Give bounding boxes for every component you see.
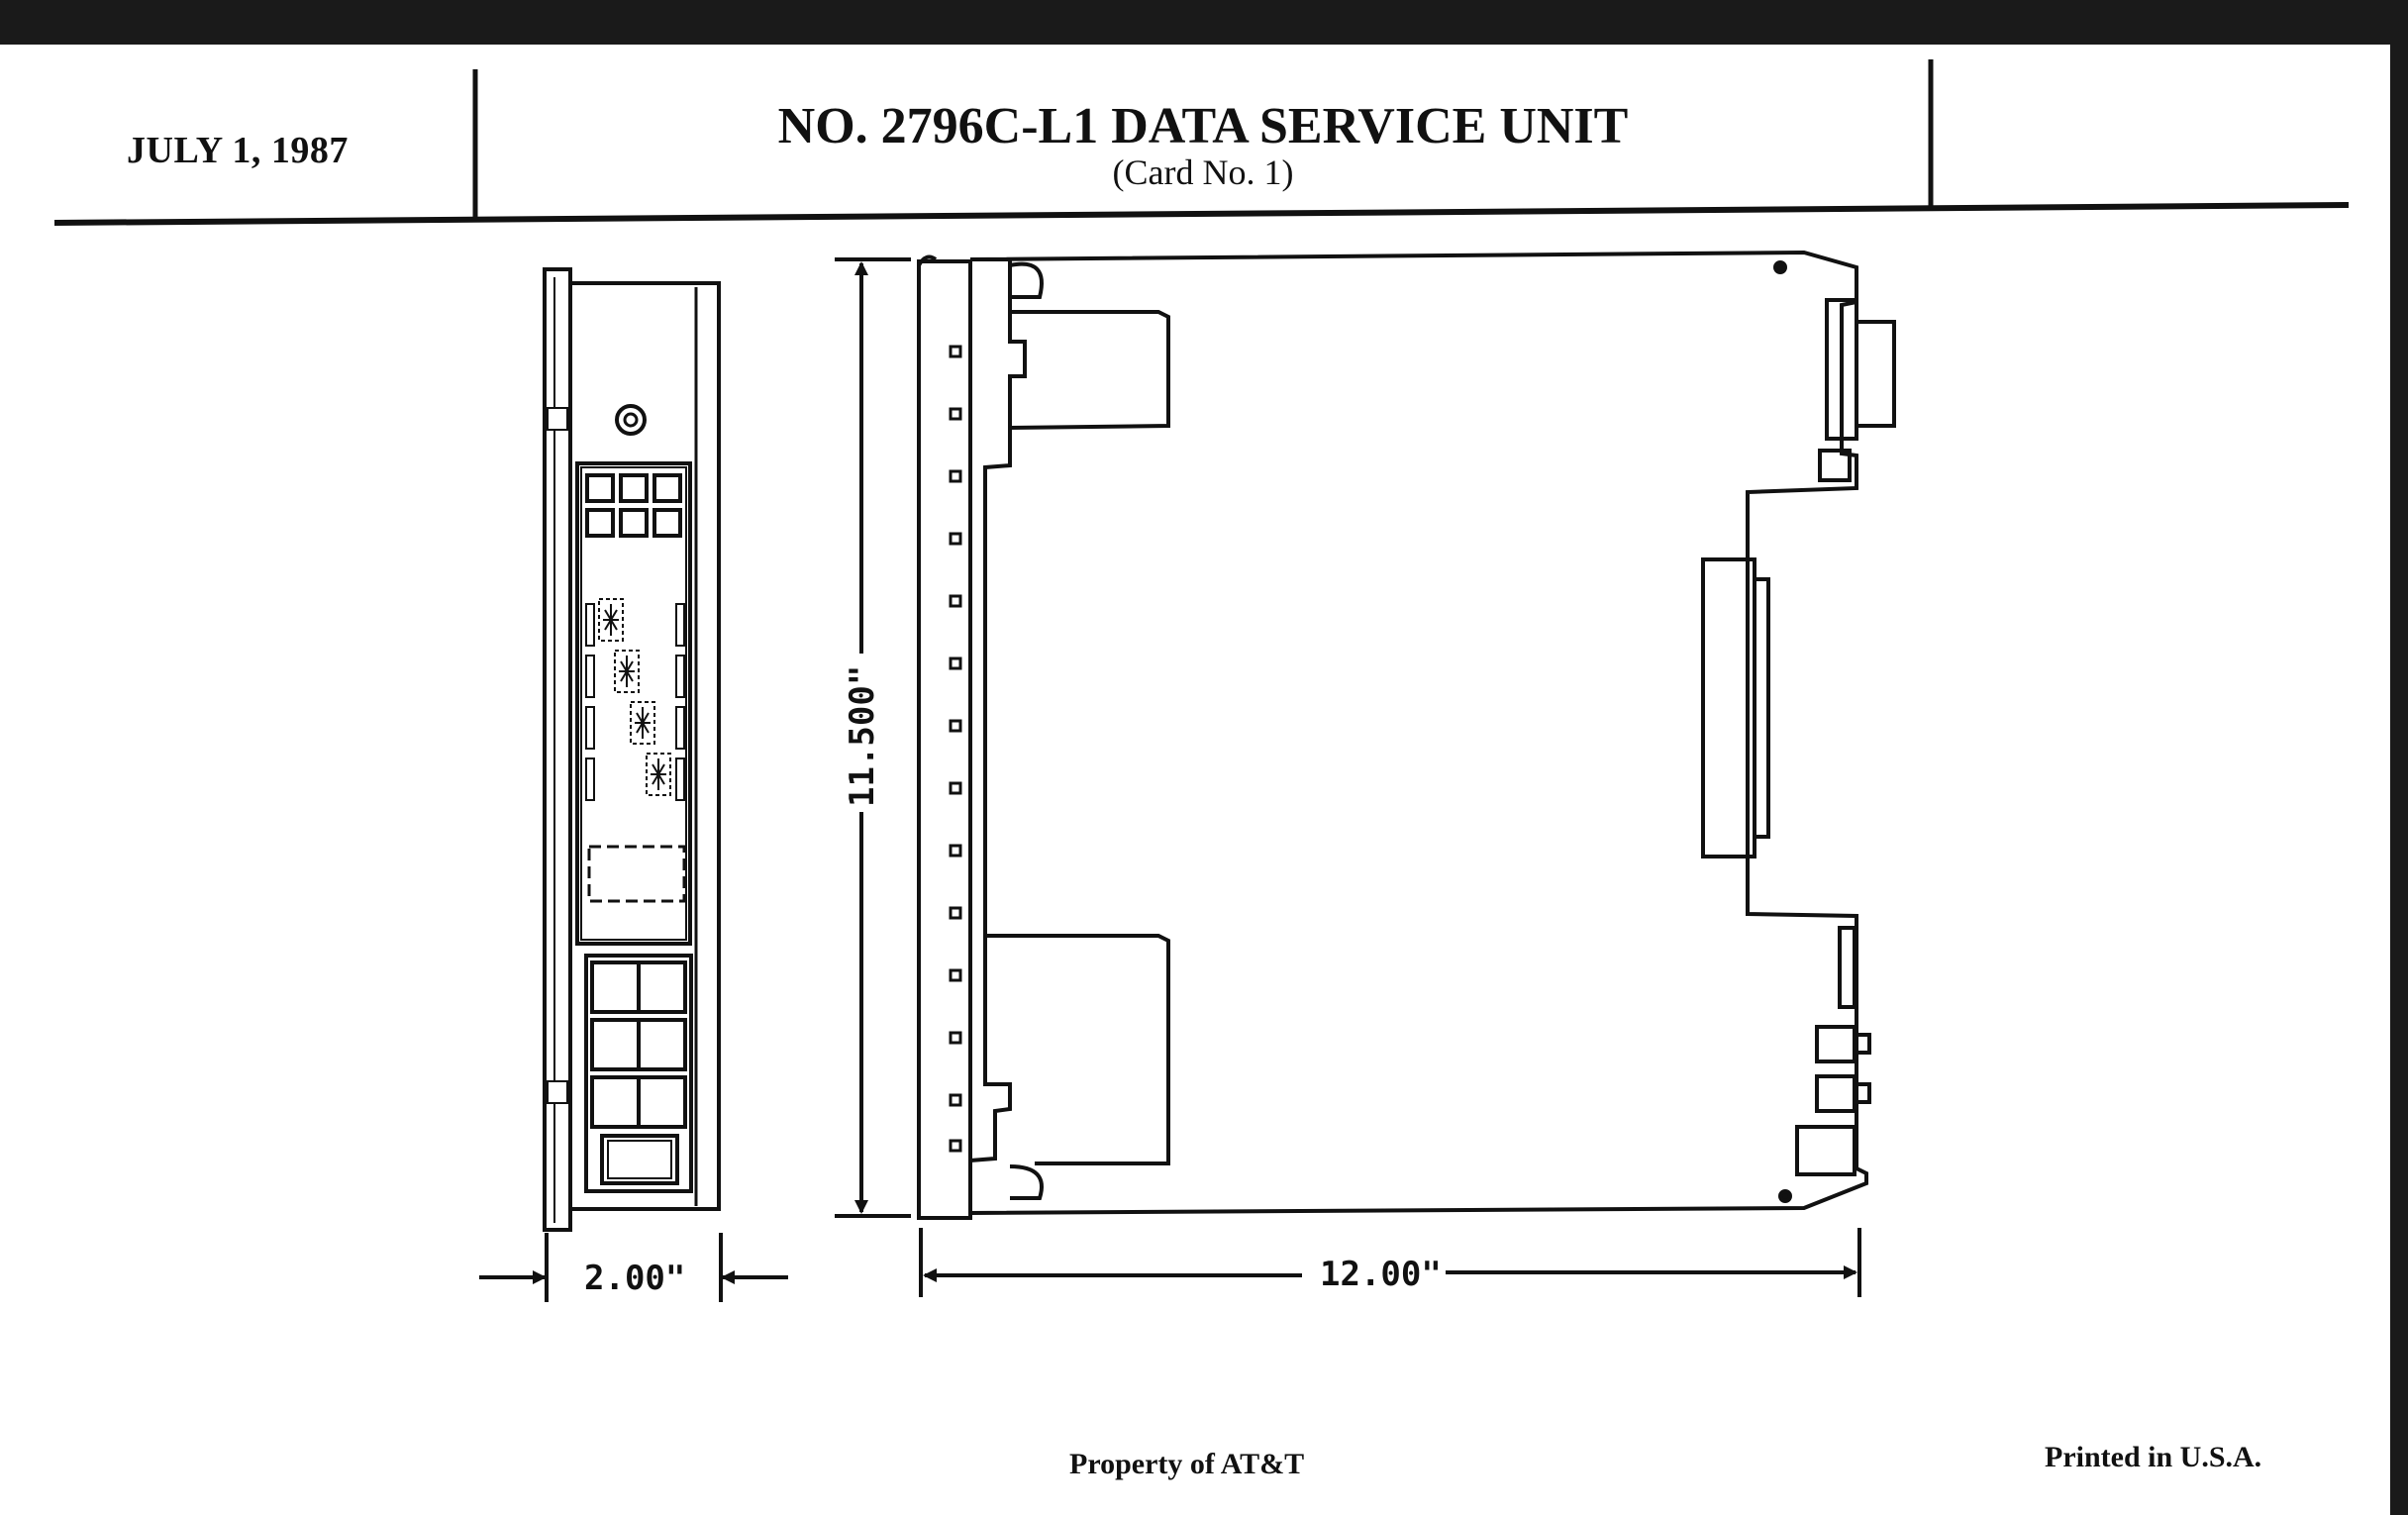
front-lamp-icon <box>615 404 647 436</box>
page-title: NO. 2796C-L1 DATA SERVICE UNIT <box>777 98 1629 154</box>
faceplate-view <box>543 267 721 1232</box>
depth-dimension <box>919 1228 1861 1297</box>
width-dimension <box>479 1233 788 1302</box>
drawing-sheet <box>0 45 2408 1515</box>
circuit-board-view <box>917 250 1896 1220</box>
property-notice: Property of AT&T <box>1069 1448 1305 1480</box>
height-dimension <box>835 257 911 1218</box>
title-block: NO. 2796C-L1 DATA SERVICE UNIT (Card No.… <box>475 98 1931 192</box>
height-label: 11.500" <box>843 665 882 807</box>
test-jack-icon <box>598 598 671 796</box>
switch-square-icon <box>585 473 615 503</box>
depth-label: 12.00" <box>1320 1255 1442 1294</box>
scan-edge <box>2390 0 2408 1515</box>
issue-date: JULY 1, 1987 <box>127 130 349 171</box>
printed-notice: Printed in U.S.A. <box>2045 1441 2262 1473</box>
header-rules <box>53 59 2350 226</box>
page-subtitle: (Card No. 1) <box>1112 152 1294 192</box>
width-label: 2.00" <box>584 1259 685 1298</box>
